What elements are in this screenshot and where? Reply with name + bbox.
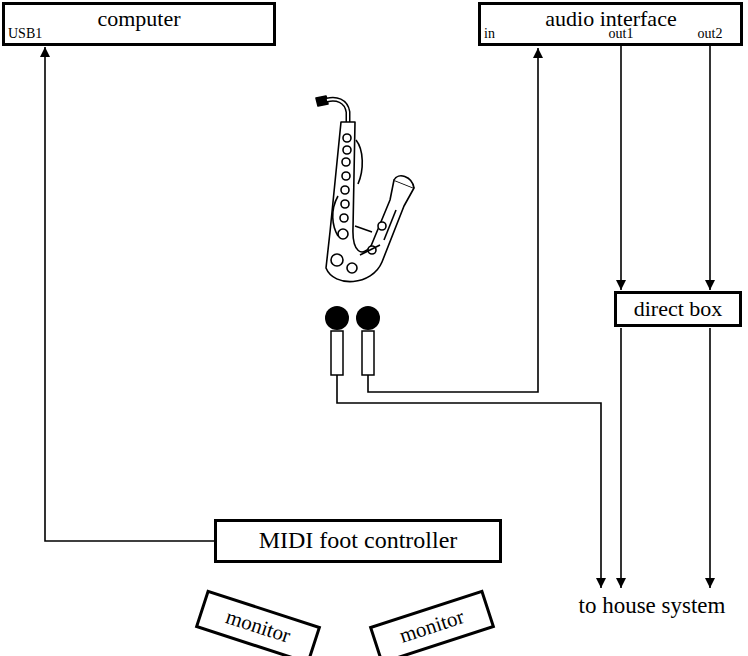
device-box: MIDI foot controller bbox=[214, 519, 502, 563]
signal-connector bbox=[709, 46, 711, 290]
mic-to-interface-wire bbox=[368, 48, 538, 392]
device-name: monitor bbox=[223, 604, 294, 649]
port-label: out1 bbox=[609, 26, 634, 43]
signal-connector bbox=[45, 47, 214, 541]
device-name: MIDI foot controller bbox=[259, 526, 458, 555]
microphone-left bbox=[325, 306, 349, 375]
saxophone-illustration bbox=[316, 96, 414, 282]
port-label: out2 bbox=[698, 26, 723, 43]
device-name: direct box bbox=[634, 296, 723, 322]
monitor-box: monitor bbox=[195, 589, 321, 656]
destination-label: to house system bbox=[579, 592, 726, 620]
device-box: computerUSB1 bbox=[2, 2, 276, 46]
microphone-right bbox=[356, 306, 380, 375]
device-name: computer bbox=[97, 6, 180, 32]
port-label: USB1 bbox=[8, 26, 42, 43]
direct-box-out-wire bbox=[620, 328, 622, 588]
signal-connector bbox=[620, 46, 622, 290]
port-label: in bbox=[484, 26, 495, 43]
device-name: monitor bbox=[396, 604, 467, 649]
device-box: audio interfaceinout1out2 bbox=[478, 2, 743, 46]
device-box: direct box bbox=[614, 291, 742, 327]
direct-box-out-wire bbox=[709, 328, 711, 588]
monitor-box: monitor bbox=[369, 589, 495, 656]
